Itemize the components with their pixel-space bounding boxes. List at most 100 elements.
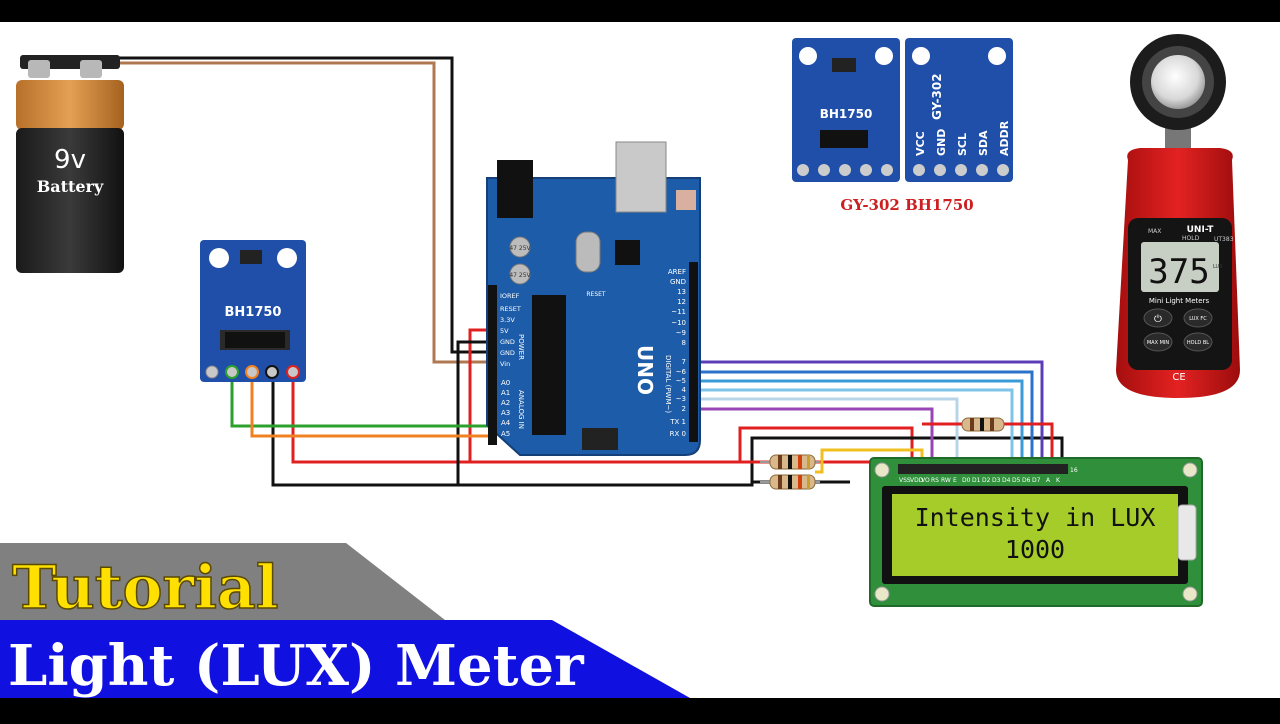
meter-max-min-label: MAX MIN (1147, 340, 1170, 346)
pin-gnd-d: GND (670, 278, 686, 286)
power-icon: ⏻ (1154, 314, 1162, 325)
lcd-pin-e: E (953, 477, 957, 484)
bh1750-sensor-board: BH1750 (200, 240, 306, 382)
pin-5v: 5V (500, 327, 509, 335)
lcd-pin-d0: D0 (962, 477, 971, 484)
pin-5: ~5 (676, 377, 686, 385)
pin-4: 4 (682, 386, 687, 394)
green-a4-wire (230, 372, 497, 428)
gy302-chip-label: BH1750 (820, 107, 873, 121)
power-pin-labels: IOREF RESET 3.3V 5V GND GND Vin (500, 292, 521, 368)
pin-label-vcc: VCC (914, 131, 927, 156)
meter-reading: 375 (1148, 252, 1209, 292)
meter-lux-fc-button (1183, 308, 1213, 328)
pin-label-gnd: GND (935, 129, 948, 156)
digital-pin-labels: AREF GND 13 12 ~11 ~10 ~9 8 7 ~6 ~5 4 ~3… (668, 268, 687, 438)
pin-vin: Vin (500, 360, 510, 368)
light-dome (1151, 55, 1205, 109)
sensor-pins (205, 365, 300, 379)
lcd-pin-vss: VSS (899, 477, 911, 484)
lcd-module: VSS VDD VO RS RW E D0 D1 D2 D3 D4 D5 D6 … (869, 457, 1203, 607)
pin-a4: A4 (501, 419, 511, 427)
pin-ioref: IOREF (500, 292, 520, 300)
meter-unit: LUX (1213, 264, 1223, 270)
pin-a0: A0 (501, 379, 510, 387)
dc-jack (497, 160, 533, 218)
crystal (575, 231, 601, 273)
d5-wire (695, 379, 1024, 470)
lcd-pin-vo: VO (921, 477, 930, 484)
title-banner: Tutorial Light (LUX) Meter (0, 543, 690, 699)
meter-buttons: ⏻ LUX FC MAX MIN HOLD BL (1143, 308, 1213, 352)
lcd-pin-d6: D6 (1022, 477, 1031, 484)
banner-blue-band (0, 620, 690, 698)
meter-title: Mini Light Meters (1149, 297, 1210, 305)
meter-hold-bl-label: HOLD BL (1187, 340, 1209, 346)
pin-7: 7 (682, 358, 686, 366)
pin-a2: A2 (501, 399, 510, 407)
battery-terminal-neg (28, 60, 50, 78)
banner-title-line-1: Tutorial (12, 553, 279, 623)
cap-2-label: 47 25V (509, 272, 531, 279)
battery-voltage: 9v (54, 145, 86, 175)
battery-label: Battery (37, 177, 104, 196)
pin-8: 8 (682, 339, 686, 347)
gy302-module-front: BH1750 (792, 38, 900, 182)
resistor-3 (961, 417, 1005, 432)
power-section-label: POWER (517, 334, 525, 360)
cap-1-label: 47 25V (509, 245, 531, 252)
pin-gnd-2: GND (500, 349, 515, 357)
pin-rx: RX 0 (670, 430, 686, 438)
red-lcd-wire (470, 426, 914, 470)
battery-black-wire (105, 56, 497, 354)
rs-wire (695, 407, 934, 470)
pin-9: ~9 (676, 329, 686, 337)
usb-port (615, 141, 667, 213)
d7-wire (695, 360, 1044, 470)
lux-meter-device: UNI-T MAX HOLD UT383 375 LUX Mini Light … (1116, 34, 1240, 398)
pin-a3: A3 (501, 409, 510, 417)
banner-gray-band (0, 543, 445, 620)
lcd-pin-d3: D3 (992, 477, 1001, 484)
d4-wire (695, 388, 1014, 470)
pin-a1: A1 (501, 389, 510, 397)
banner-title-line-2: Light (LUX) Meter (8, 633, 585, 699)
battery-brown-wire (120, 61, 497, 364)
arduino-uno-board: 47 25V 47 25V UNO RESET IOREF RESET 3.3V… (486, 141, 701, 456)
lcd-pin-a: A (1046, 477, 1051, 484)
pin-gnd-1: GND (500, 338, 515, 346)
yellow-vo-wire (815, 448, 924, 474)
ce-mark: CE (1172, 372, 1185, 383)
meter-power-button (1143, 308, 1173, 328)
reset-label: RESET (586, 291, 606, 298)
meter-hold-label: HOLD (1182, 235, 1200, 242)
lcd-line-1: Intensity in LUX (915, 503, 1156, 532)
pin-tx: TX 1 (669, 418, 686, 426)
analog-pin-labels: A0 A1 A2 A3 A4 A5 (501, 379, 511, 438)
pin-a5: A5 (501, 430, 510, 438)
gy302-name-label: GY-302 (930, 73, 944, 120)
pin-aref: AREF (668, 268, 686, 276)
pin-label-addr: ADDR (998, 120, 1011, 156)
lcd-line-2: 1000 (1005, 535, 1065, 564)
resistor-2 (760, 474, 820, 490)
battery-terminal-pos (80, 60, 102, 78)
board-model: UNO (633, 345, 657, 395)
meter-model: UT383 (1214, 236, 1234, 243)
pin-label-scl: SCL (956, 133, 969, 156)
pin-reset: RESET (500, 305, 521, 313)
meter-lux-fc-label: LUX FC (1189, 316, 1207, 322)
pin-3v3: 3.3V (500, 316, 515, 324)
lcd-pin-rw: RW (941, 477, 951, 484)
atmega-chip (532, 295, 566, 435)
sensor-chip-label: BH1750 (225, 305, 282, 320)
pin-6: ~6 (676, 368, 687, 376)
meter-hold-bl-button (1183, 332, 1213, 352)
battery: 9v Battery (16, 55, 124, 273)
lcd-screen (892, 494, 1178, 576)
lcd-pin-vdd: VDD (910, 477, 924, 484)
lcd-pin-count: 16 (1070, 467, 1078, 474)
digital-section-label: DIGITAL (PWM~) (664, 355, 672, 413)
